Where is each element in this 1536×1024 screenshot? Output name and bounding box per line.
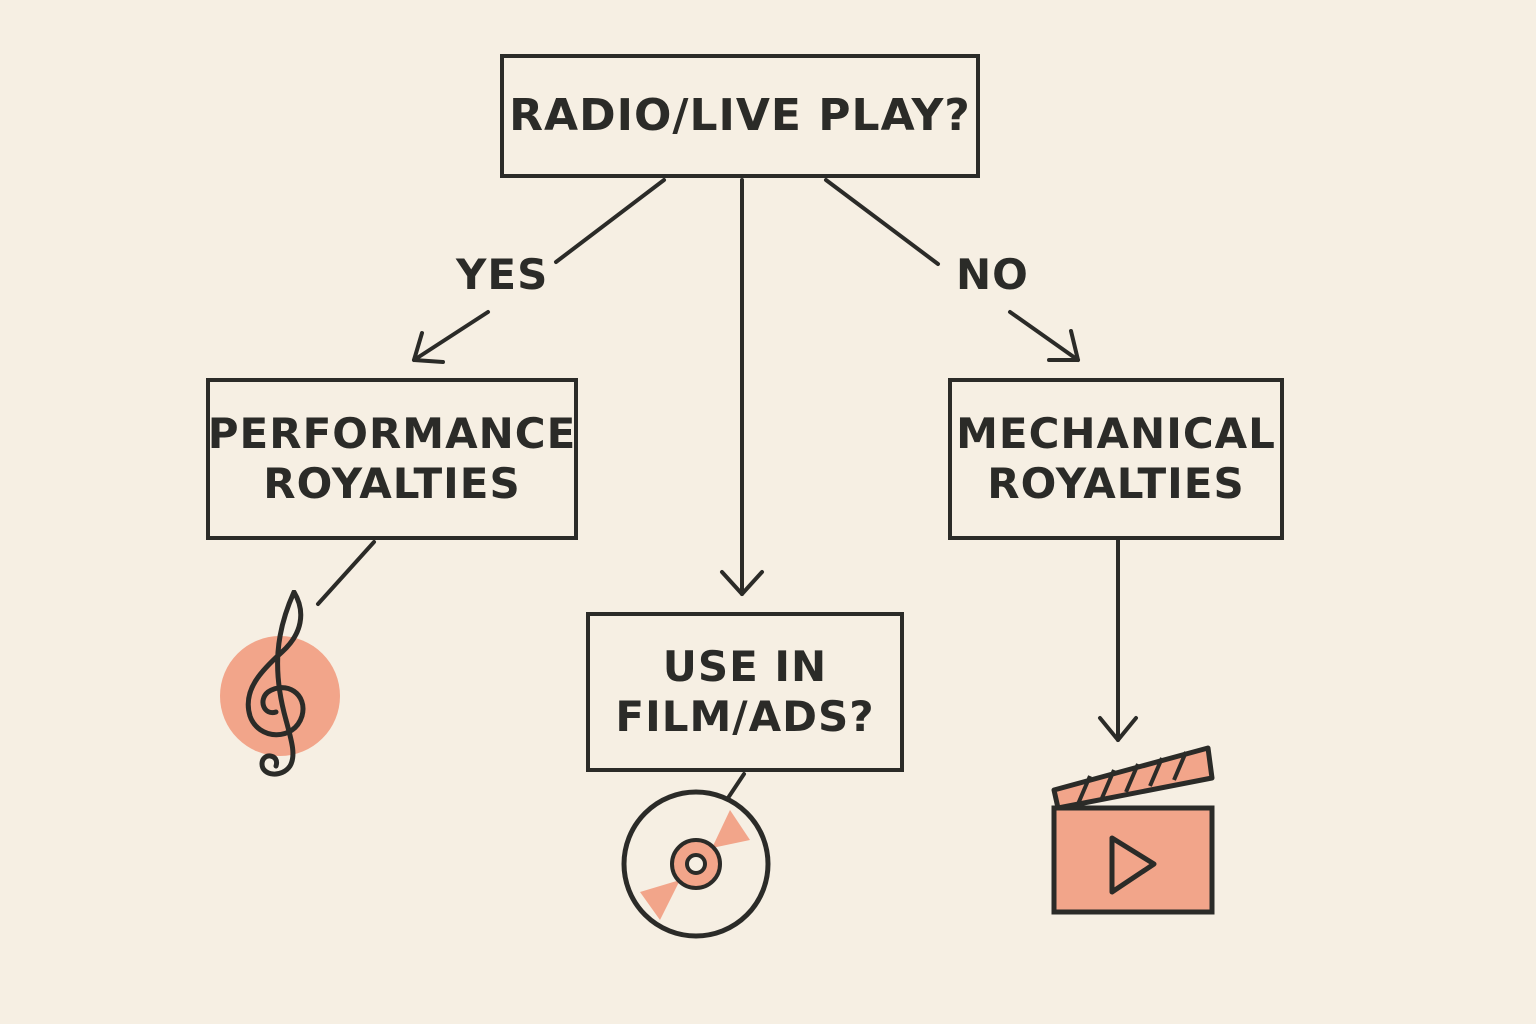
performance-royalties-line2: ROYALTIES [263, 459, 521, 508]
mechanical-royalties-line1: MECHANICAL [956, 408, 1276, 458]
performance-to-clef-connector [316, 540, 376, 606]
clapperboard-play-icon [1051, 745, 1215, 915]
middle-connector [720, 178, 764, 596]
yes-edge-label: YES [456, 250, 549, 299]
mechanical-royalties-box: MECHANICAL ROYALTIES [948, 378, 1284, 540]
radio-live-play-label: RADIO/LIVE PLAY? [509, 89, 971, 141]
film-ads-line1: USE IN [662, 641, 828, 691]
film-ads-line2: FILM/ADS? [615, 692, 875, 741]
yes-connector [412, 178, 666, 364]
performance-royalties-box: PERFORMANCE ROYALTIES [206, 378, 578, 540]
film-to-disc-connector [726, 772, 746, 800]
no-connector [824, 178, 1080, 362]
compact-disc-icon [621, 789, 771, 939]
mechanical-royalties-line2: ROYALTIES [987, 459, 1245, 508]
mechanical-to-clapper-connector [1098, 538, 1138, 742]
performance-royalties-line1: PERFORMANCE [207, 408, 577, 458]
radio-live-play-decision: RADIO/LIVE PLAY? [500, 54, 980, 178]
treble-clef-icon [220, 590, 340, 777]
no-edge-label: NO [956, 250, 1029, 299]
film-ads-decision: USE IN FILM/ADS? [586, 612, 904, 772]
